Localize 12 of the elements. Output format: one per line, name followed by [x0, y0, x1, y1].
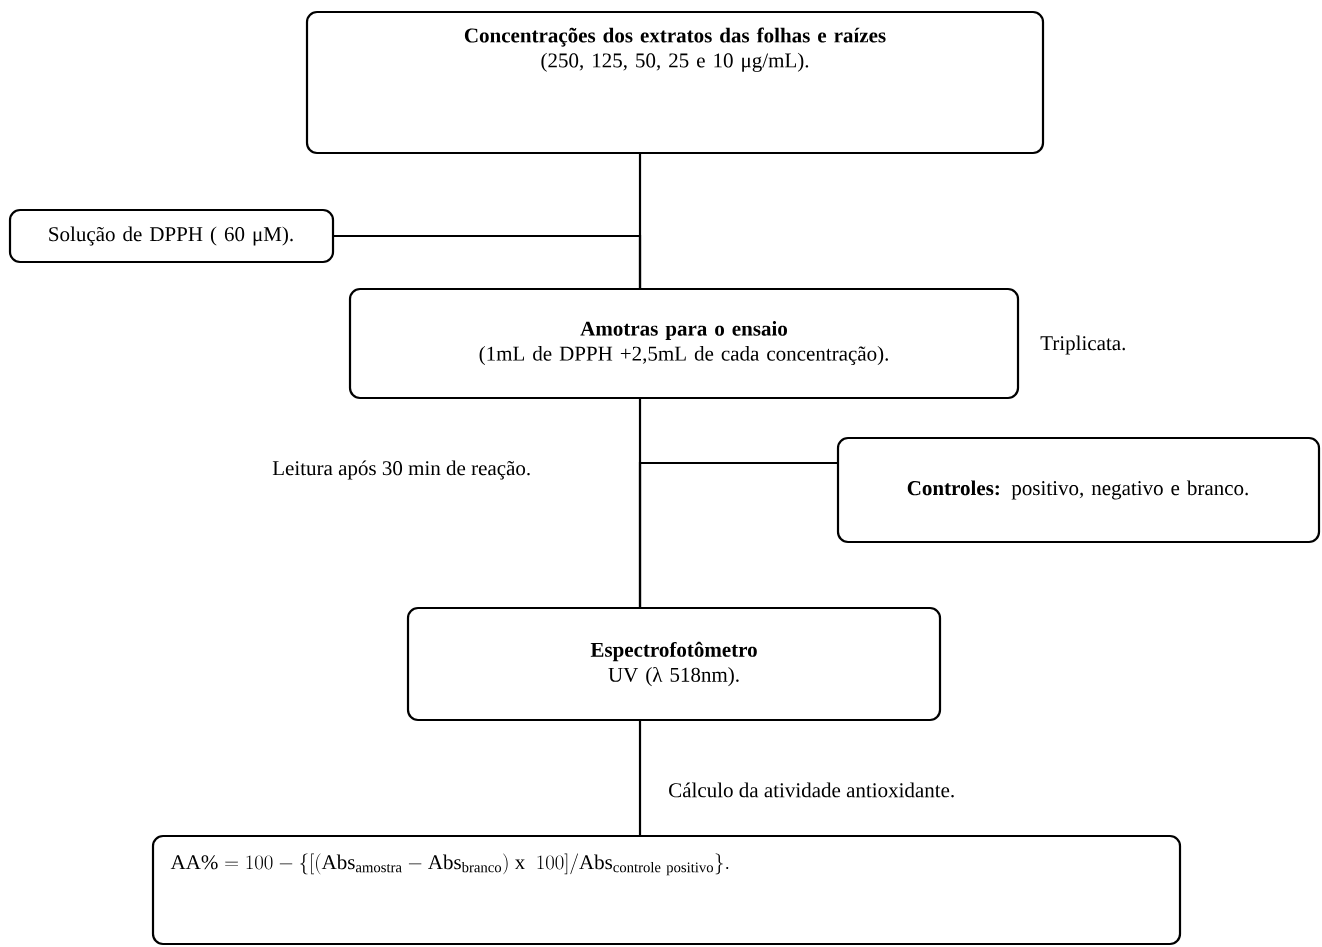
process-box: Concentrações dos extratos das folhas e raízes (250, 125, 50, 25 e 10 μg/mL). [305, 10, 1045, 155]
note-text: Cálculo da atividade antioxidante. [669, 782, 954, 798]
process-box: Solução de DPPH ( 60 μM). [8, 208, 335, 264]
connector-line [638, 720, 642, 836]
connector-line [638, 461, 838, 608]
note-text: Triplicata. [1040, 335, 1125, 355]
connector-line [332, 234, 642, 289]
formula-box: $\mathrm{AA\%} = 100 - \{[(\mathrm{Abs}_{\mathrm{amostra}} - \mathrm{Abs}_{\mathrm{branco}})\ \mathrm{x}\ \ 100]/\mathrm{Abs}_{\mathrm{controle\ positivo}}\}.$ [151, 834, 1182, 946]
note-text: Leitura após 30 min de reação. [272, 460, 530, 480]
process-box: Controles: positivo, negativo e branco. [836, 436, 1321, 544]
process-box: Espectrofotômetro UV (λ 518nm). [406, 606, 942, 722]
process-box: Amotras para o ensaio (1mL de DPPH +2,5mL de cada concentração). [348, 287, 1020, 400]
